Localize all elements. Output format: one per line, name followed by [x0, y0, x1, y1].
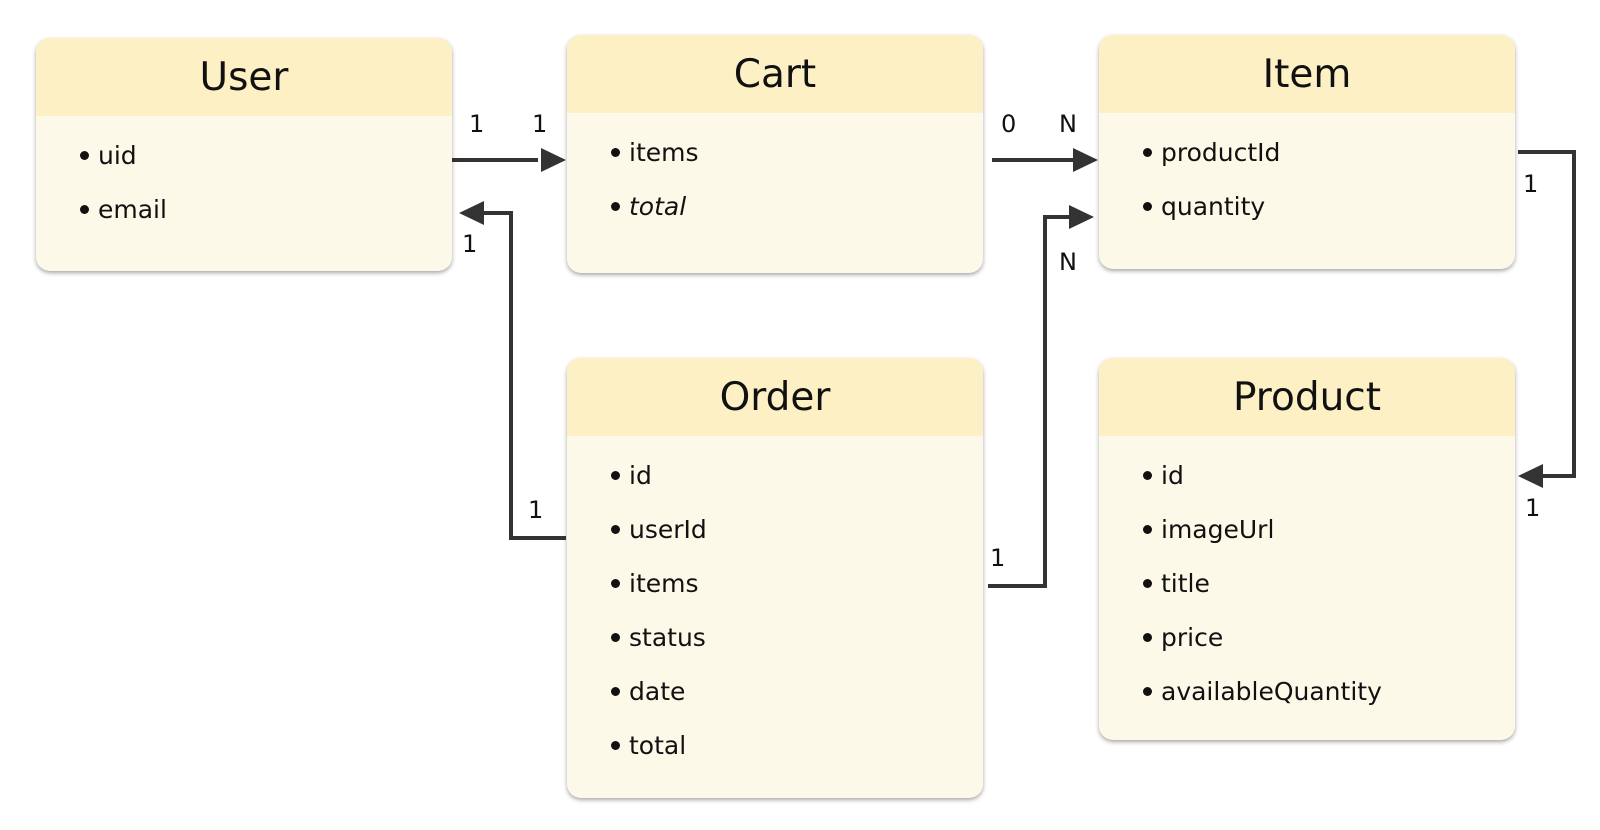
entity-item: Item productId quantity	[1099, 35, 1515, 269]
bullet-icon	[611, 740, 620, 750]
entity-title: Item	[1262, 51, 1352, 97]
field-id: id	[611, 448, 983, 502]
field-quantity: quantity	[1143, 179, 1515, 233]
mult-order-item-from: 1	[990, 544, 1006, 572]
bullet-icon	[1143, 470, 1152, 480]
field-items: items	[611, 125, 983, 179]
arrowhead-item-from-order	[1069, 205, 1094, 229]
bullet-icon	[611, 147, 620, 157]
field-total: total	[611, 179, 983, 233]
bullet-icon	[611, 201, 620, 211]
field-imageUrl: imageUrl	[1143, 502, 1515, 556]
mult-cart-item-from: 0	[1001, 110, 1017, 138]
field-date: date	[611, 664, 983, 718]
arrowhead-item-from-cart	[1073, 148, 1098, 172]
field-id: id	[1143, 448, 1515, 502]
field-userId: userId	[611, 502, 983, 556]
bullet-icon	[80, 204, 89, 214]
link-item-product	[1518, 150, 1576, 478]
mult-user-cart-from: 1	[469, 110, 485, 138]
bullet-icon	[1143, 524, 1152, 534]
bullet-icon	[1143, 147, 1152, 157]
entity-header: Product	[1099, 358, 1515, 436]
field-price: price	[1143, 610, 1515, 664]
mult-order-item-to: N	[1059, 248, 1077, 276]
link-order-user	[478, 211, 566, 540]
bullet-icon	[1143, 686, 1152, 696]
field-status: status	[611, 610, 983, 664]
field-items: items	[611, 556, 983, 610]
mult-order-user-from: 1	[528, 496, 544, 524]
field-email: email	[80, 182, 452, 236]
bullet-icon	[611, 578, 620, 588]
field-uid: uid	[80, 128, 452, 182]
mult-item-product-to: 1	[1525, 494, 1541, 522]
bullet-icon	[611, 632, 620, 642]
entity-title: Product	[1232, 374, 1382, 420]
arrowhead-product	[1518, 464, 1543, 488]
entity-header: Item	[1099, 35, 1515, 113]
mult-item-product-from: 1	[1523, 170, 1539, 198]
entity-title: User	[199, 54, 289, 100]
entity-header: Order	[567, 358, 983, 436]
entity-product: Product id imageUrl title price availabl…	[1099, 358, 1515, 740]
entity-cart: Cart items total	[567, 35, 983, 273]
field-title: title	[1143, 556, 1515, 610]
bullet-icon	[1143, 201, 1152, 211]
bullet-icon	[611, 470, 620, 480]
bullet-icon	[611, 686, 620, 696]
entity-header: User	[36, 38, 452, 116]
bullet-icon	[611, 524, 620, 534]
link-order-item	[988, 215, 1078, 588]
field-availableQuantity: availableQuantity	[1143, 664, 1515, 718]
entity-header: Cart	[567, 35, 983, 113]
field-productId: productId	[1143, 125, 1515, 179]
arrowhead-user	[459, 201, 484, 225]
bullet-icon	[80, 150, 89, 160]
entity-user: User uid email	[36, 38, 452, 271]
mult-user-cart-to: 1	[532, 110, 548, 138]
bullet-icon	[1143, 632, 1152, 642]
arrowhead-cart	[541, 148, 566, 172]
entity-order: Order id userId items status date total	[567, 358, 983, 798]
entity-title: Order	[719, 374, 831, 420]
mult-order-user-to: 1	[462, 230, 478, 258]
field-total: total	[611, 718, 983, 772]
bullet-icon	[1143, 578, 1152, 588]
mult-cart-item-to: N	[1059, 110, 1077, 138]
entity-title: Cart	[733, 51, 817, 97]
